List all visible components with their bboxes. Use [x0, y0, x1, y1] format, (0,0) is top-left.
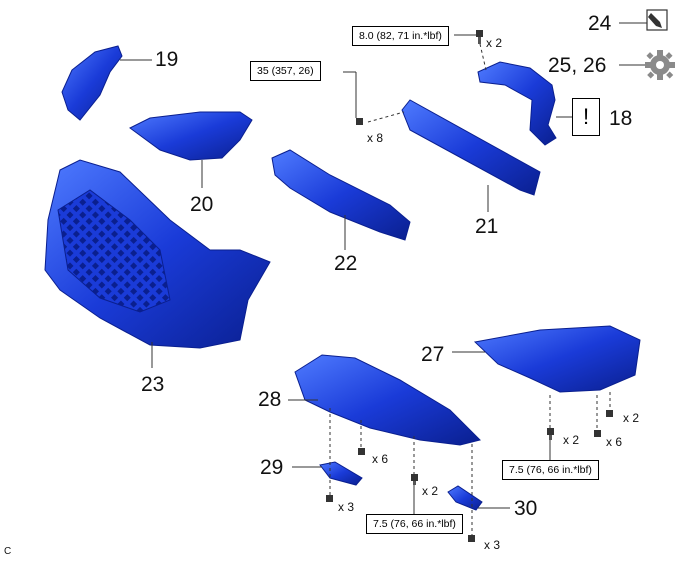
callout-18: 18 [609, 107, 633, 130]
bolt-icon [358, 448, 365, 455]
part-19-bracket [61, 45, 152, 121]
part-23-bumper-cover [44, 159, 271, 368]
gear-icon [619, 50, 675, 80]
caution-symbol: ! [572, 98, 600, 136]
callout-30: 30 [514, 497, 538, 520]
quantity-label: x 2 [486, 36, 503, 50]
quantity-label: x 2 [422, 484, 439, 498]
quantity-label: x 2 [623, 411, 640, 425]
bolt-icon [468, 535, 475, 542]
corner-mark: C [4, 546, 12, 557]
part-27-under-cover [452, 325, 641, 393]
part-29-plate [292, 461, 363, 486]
callout-29: 29 [260, 456, 284, 479]
callout-22: 22 [334, 252, 358, 275]
callout-25-26: 25, 26 [548, 54, 607, 77]
part-18-bracket [477, 61, 572, 146]
grease-brush-icon [619, 9, 668, 31]
part-30-plate [447, 485, 510, 511]
callout-27: 27 [421, 343, 445, 366]
callout-24: 24 [588, 12, 612, 35]
callout-28: 28 [258, 388, 282, 411]
quantity-label: x 6 [372, 452, 389, 466]
bolt-icon [476, 30, 483, 44]
bolt-icon [326, 495, 333, 502]
bolt-icon [606, 410, 613, 417]
part-22-absorber [271, 149, 411, 250]
dashed-line [367, 111, 405, 123]
dashed-line [479, 43, 487, 71]
bolt-icon [547, 428, 554, 440]
quantity-label: x 3 [338, 500, 355, 514]
callout-20: 20 [190, 193, 214, 216]
bolt-icon [411, 474, 418, 485]
torque-spec: 7.5 (76, 66 in.*lbf) [366, 514, 463, 534]
bolt-icon [594, 430, 601, 437]
part-28-under-cover [288, 354, 481, 446]
bolt-icon [356, 118, 363, 125]
callout-21: 21 [475, 215, 499, 238]
torque-spec: 8.0 (82, 71 in.*lbf) [352, 26, 449, 46]
quantity-label: x 8 [367, 131, 384, 145]
callout-19: 19 [155, 48, 179, 71]
callout-23: 23 [141, 373, 165, 396]
part-21-reinforcement [401, 99, 541, 212]
part-20-molding [129, 111, 253, 188]
quantity-label: x 3 [484, 538, 501, 552]
torque-spec: 7.5 (76, 66 in.*lbf) [502, 460, 599, 480]
torque-spec: 35 (357, 26) [250, 61, 321, 81]
quantity-label: x 6 [606, 435, 623, 449]
quantity-label: x 2 [563, 433, 580, 447]
